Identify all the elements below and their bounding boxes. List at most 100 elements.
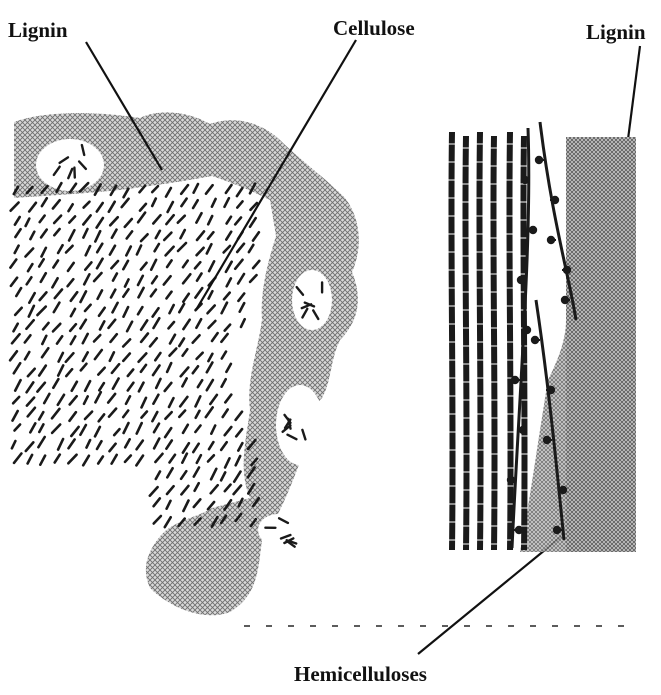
cellulose-fibril xyxy=(109,202,115,212)
cellulose-fibril xyxy=(181,486,188,495)
cellulose-fibril xyxy=(99,308,105,316)
cellulose-fibril xyxy=(141,320,147,329)
cellulose-fibril xyxy=(44,394,49,403)
cellulose-fibril xyxy=(109,320,116,328)
cellulose-fibril xyxy=(208,354,212,361)
cellulose-fibril xyxy=(182,378,186,386)
cellulose-fibril xyxy=(208,306,215,314)
cellulose-fibril xyxy=(26,442,34,451)
cellulose-fibril xyxy=(98,368,104,375)
microfibril-strand xyxy=(465,136,466,550)
cellulose-fibril xyxy=(224,246,230,253)
cellulose-fibril xyxy=(182,454,187,463)
cellulose-fibril xyxy=(109,409,116,417)
cellulose-fibril xyxy=(207,363,213,373)
cellulose-fibril xyxy=(26,320,33,329)
cellulose-fibril xyxy=(11,278,17,286)
cellulose-fibril xyxy=(221,442,227,450)
cellulose-fibril xyxy=(69,204,73,211)
cellulose-fibril xyxy=(94,335,100,342)
cellulose-fibril xyxy=(235,218,241,225)
cellulose-fibril xyxy=(234,486,241,495)
cellulose-fibril xyxy=(238,443,242,451)
cellulose-fibril xyxy=(25,352,29,359)
cellulose-fibril xyxy=(87,440,91,448)
cellulose-fibril xyxy=(154,516,161,524)
cellulose-fibril xyxy=(41,273,46,282)
cellulose-fibril xyxy=(95,350,102,359)
cellulose-fibril xyxy=(181,230,185,238)
cellulose-fibril xyxy=(195,483,199,491)
cellulose-fibril xyxy=(108,394,115,403)
cellulose-fibril xyxy=(66,246,73,253)
cellulose-fibril xyxy=(69,216,75,222)
cellulose-fibril xyxy=(28,369,35,377)
cellulose-fibril xyxy=(70,324,76,331)
label-lignin-right: Lignin xyxy=(586,22,646,43)
cellulose-fibril xyxy=(43,323,48,330)
cellulose-fibril xyxy=(164,276,171,284)
cellulose-fibril xyxy=(249,245,253,252)
cellulose-fibril xyxy=(155,353,160,360)
cellulose-fibril xyxy=(112,364,119,373)
cellulose-fibril xyxy=(69,230,74,240)
cellulose-fibril xyxy=(225,427,232,435)
cellulose-fibril xyxy=(26,249,34,257)
cellulose-fibril xyxy=(15,425,21,431)
cellulose-fibril xyxy=(30,232,34,239)
cellulose-fibril xyxy=(226,185,232,193)
cellulose-fibril xyxy=(164,233,171,240)
cellulose-fibril xyxy=(71,309,75,316)
cellulose-fibril xyxy=(85,305,91,311)
cellulose-fibril xyxy=(137,423,142,434)
cellulose-fibril xyxy=(80,320,86,329)
cellulose-fibril xyxy=(179,339,184,347)
cellulose-fibril xyxy=(110,352,114,361)
cellulose-fibril xyxy=(165,428,171,437)
cellulose-fibril xyxy=(141,334,148,342)
cellulose-fibril xyxy=(153,215,160,223)
cellulose-fibril xyxy=(124,307,129,317)
cellulose-fibril xyxy=(194,499,201,507)
cellulose-fibril xyxy=(154,498,160,506)
cellulose-fibril xyxy=(10,351,17,360)
cellulose-fibril xyxy=(206,407,213,417)
cellulose-fibril xyxy=(206,185,213,194)
cellulose-fibril xyxy=(221,334,227,342)
cellulose-fibril xyxy=(39,259,44,266)
cellulose-fibril xyxy=(241,319,245,327)
cellulose-fibril xyxy=(123,339,130,346)
cellulose-fibril xyxy=(113,379,119,389)
cellulose-fibril xyxy=(58,365,63,375)
cellulose-fibril xyxy=(84,274,89,284)
microfibril-strand xyxy=(509,132,510,550)
cellulose-fibril xyxy=(154,318,160,328)
cellulose-fibril xyxy=(221,472,225,480)
cellulose-fibril xyxy=(81,291,87,302)
cellulose-fibril xyxy=(126,396,130,404)
cellulose-fibril xyxy=(183,443,189,453)
cellulose-fibril xyxy=(224,293,230,300)
cellulose-fibril xyxy=(58,439,63,450)
cellulose-fibril xyxy=(94,273,101,281)
cellulose-fibril xyxy=(193,200,198,208)
cellulose-fibril xyxy=(70,412,76,421)
cellulose-fibril xyxy=(196,411,200,418)
cellulose-fibril xyxy=(97,441,102,449)
cellulose-fibril xyxy=(238,274,244,284)
cellulose-fibril xyxy=(209,442,213,449)
cellulose-fibril xyxy=(179,411,185,417)
cellulose-fibril xyxy=(226,232,231,240)
cellulose-fibril xyxy=(170,349,177,356)
cellulose-fibril xyxy=(141,234,148,241)
cellulose-fibril xyxy=(12,334,20,343)
cellulose-fibril xyxy=(127,231,132,238)
cellulose-fibril xyxy=(83,334,88,343)
cellulose-fibril xyxy=(113,303,118,313)
cellulose-microfibril-strands xyxy=(447,132,529,550)
cellulose-fibril xyxy=(209,291,213,298)
cellulose-fibril xyxy=(128,370,133,377)
cellulose-fibril xyxy=(167,260,172,267)
cellulose-fibril xyxy=(155,454,162,462)
cellulose-fibril xyxy=(15,217,20,225)
